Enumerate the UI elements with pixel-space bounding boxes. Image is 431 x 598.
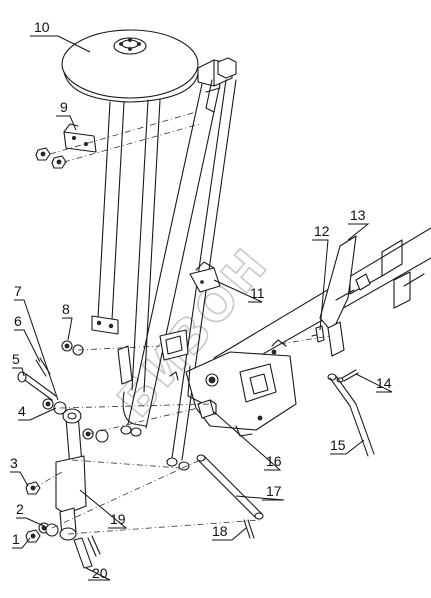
main-strut xyxy=(127,79,221,429)
callout-10: 10 xyxy=(30,19,91,53)
svg-text:6: 6 xyxy=(14,313,22,329)
callout-4: 4 xyxy=(18,403,57,421)
disc-part xyxy=(61,29,199,103)
pin-20 xyxy=(73,535,101,569)
svg-text:10: 10 xyxy=(34,19,50,35)
svg-text:8: 8 xyxy=(62,301,70,317)
callout-18: 18 xyxy=(212,523,247,541)
svg-text:16: 16 xyxy=(266,453,282,469)
svg-text:1: 1 xyxy=(12,531,20,547)
svg-text:14: 14 xyxy=(376,375,392,391)
bracket-11 xyxy=(189,261,221,293)
svg-text:20: 20 xyxy=(92,565,108,581)
svg-text:7: 7 xyxy=(14,283,22,299)
callout-9: 9 xyxy=(56,99,77,131)
disc-bracket xyxy=(197,57,237,87)
callout-17: 17 xyxy=(235,483,285,501)
svg-text:13: 13 xyxy=(350,207,366,223)
callout-13: 13 xyxy=(347,207,370,241)
clamp-plate-9 xyxy=(63,123,97,153)
callout-16: 16 xyxy=(213,411,282,471)
disc-strap-2 xyxy=(122,99,161,427)
axis-9a xyxy=(49,111,197,155)
lower-fasteners xyxy=(82,425,190,471)
callout-7: 7 xyxy=(14,283,59,401)
strut-clamp xyxy=(117,329,189,385)
clevis-13 xyxy=(319,235,357,357)
svg-text:15: 15 xyxy=(330,437,346,453)
axis-e xyxy=(67,519,261,535)
svg-text:3: 3 xyxy=(10,455,18,471)
axis-c xyxy=(71,459,181,469)
hook-15 xyxy=(327,373,375,457)
svg-text:12: 12 xyxy=(314,223,330,239)
bolt-12 xyxy=(311,325,325,343)
axis-d xyxy=(51,459,201,529)
pivot-block xyxy=(197,399,217,419)
nuts-9 xyxy=(35,147,67,169)
svg-text:9: 9 xyxy=(60,99,68,115)
callout-12: 12 xyxy=(312,223,330,331)
cylinder-19 xyxy=(55,408,87,541)
axis-b xyxy=(87,407,199,435)
svg-text:19: 19 xyxy=(110,511,126,527)
callout-14: 14 xyxy=(355,373,393,393)
svg-text:2: 2 xyxy=(16,501,24,517)
axis-h xyxy=(33,471,63,489)
svg-text:4: 4 xyxy=(18,403,26,419)
svg-text:5: 5 xyxy=(12,351,20,367)
cotter-pin-14 xyxy=(336,369,359,383)
callout-20: 20 xyxy=(85,565,111,581)
callout-2: 2 xyxy=(16,501,45,527)
callout-15: 15 xyxy=(330,437,365,455)
pin-6 xyxy=(35,357,51,377)
svg-text:18: 18 xyxy=(212,523,228,539)
callout-11: 11 xyxy=(213,279,265,303)
axle-17 xyxy=(196,454,264,520)
callout-8: 8 xyxy=(62,301,73,341)
callout-3: 3 xyxy=(10,455,29,487)
callout-6: 6 xyxy=(14,313,41,363)
callout-5: 5 xyxy=(12,351,25,377)
callout-1: 1 xyxy=(12,531,31,549)
pin-18 xyxy=(243,519,255,539)
axis-f xyxy=(77,345,161,351)
svg-text:17: 17 xyxy=(266,483,282,499)
axis-9b xyxy=(63,123,201,163)
axis-g xyxy=(279,335,331,345)
disc-strap xyxy=(91,101,125,335)
svg-text:11: 11 xyxy=(250,285,265,301)
callout-19: 19 xyxy=(79,489,128,529)
